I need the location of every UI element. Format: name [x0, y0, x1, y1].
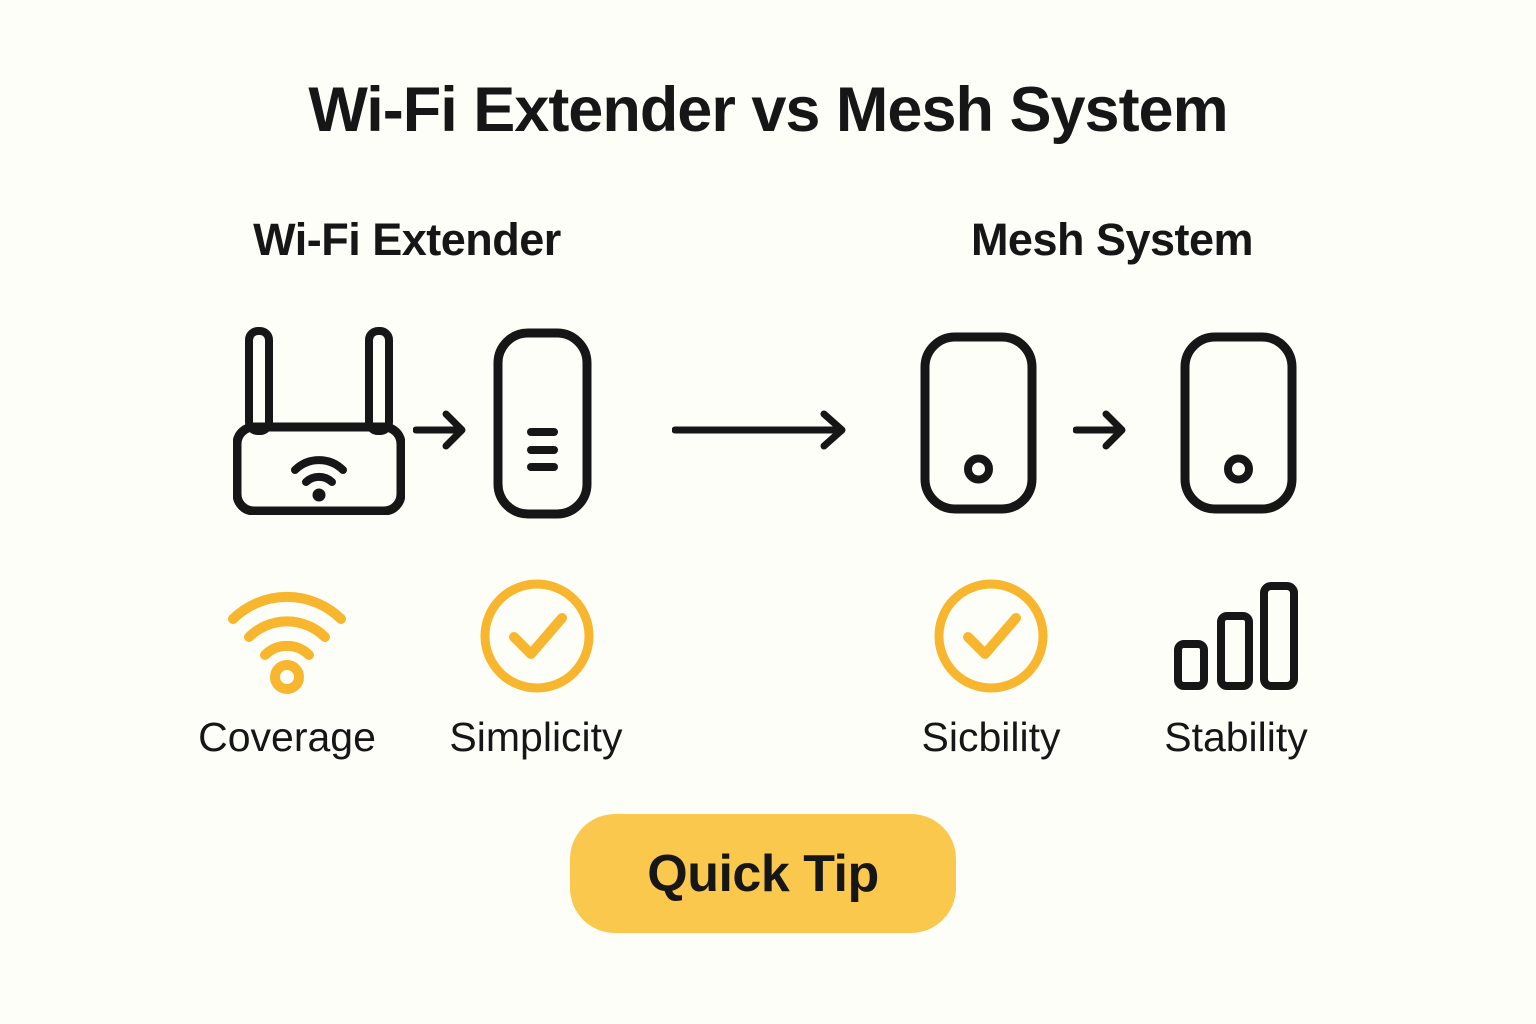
- check-circle-icon: [480, 579, 594, 693]
- heading-wifi-extender: Wi-Fi Extender: [253, 214, 561, 265]
- arrow-right-icon: [413, 410, 466, 450]
- wifi-router-icon: [233, 327, 405, 515]
- feature-label-sicbility: Sicbility: [921, 714, 1061, 760]
- mesh-node-icon: [920, 332, 1037, 514]
- wifi-signal-icon: [228, 591, 346, 694]
- mesh-node-icon: [1180, 332, 1297, 514]
- feature-label-stability: Stability: [1164, 714, 1308, 760]
- arrow-right-icon: [1073, 410, 1126, 450]
- quick-tip-button[interactable]: Quick Tip: [570, 814, 956, 933]
- check-circle-icon: [934, 579, 1048, 693]
- feature-label-simplicity: Simplicity: [449, 714, 623, 760]
- range-extender-icon: [493, 328, 592, 519]
- page-title: Wi-Fi Extender vs Mesh System: [308, 75, 1228, 145]
- signal-bars-icon: [1174, 582, 1298, 690]
- arrow-right-long-icon: [672, 410, 846, 450]
- heading-mesh-system: Mesh System: [970, 214, 1254, 265]
- feature-label-coverage: Coverage: [198, 714, 376, 760]
